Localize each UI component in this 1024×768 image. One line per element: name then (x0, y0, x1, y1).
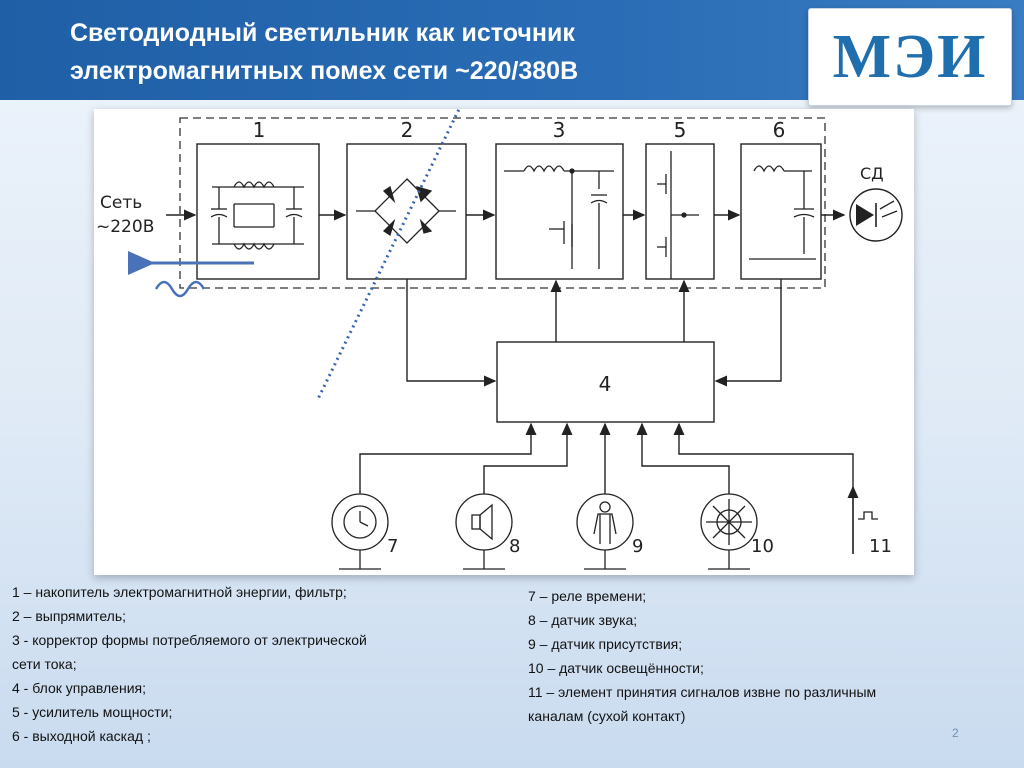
legend-item: 7 – реле времени; (528, 588, 647, 604)
signal-arrows (166, 209, 859, 554)
page-number: 2 (952, 726, 959, 740)
arrow-10-to-4 (636, 422, 730, 494)
legend-item: 3 - корректор формы потребляемого от эле… (12, 632, 367, 648)
legend-item: 11 – элемент принятия сигналов извне по … (528, 684, 877, 700)
sensor-8-number: 8 (509, 536, 520, 557)
title-line-1: Светодиодный светильник как источник (70, 19, 575, 47)
block-1-number: 1 (253, 118, 266, 142)
light-sensor-icon (700, 493, 758, 570)
dashed-enclosure (179, 117, 826, 289)
sensor-10-number: 10 (751, 536, 774, 557)
sound-sensor-icon (455, 493, 513, 570)
logo-text: МЭИ (832, 22, 988, 91)
block-diagram: 1 2 3 5 6 4 Сеть ~220В (96, 109, 903, 570)
sensor-9-number: 9 (632, 536, 643, 557)
sensor-11-number: 11 (869, 536, 892, 557)
arrow-11-to-4 (673, 422, 854, 554)
network-label-line-2: ~220В (96, 217, 154, 237)
slide-title: Светодиодный светильник как источник эле… (70, 14, 790, 90)
noise-sine-icon (154, 280, 206, 298)
arrow-2-to-4 (406, 279, 497, 387)
pfc-circuit (504, 165, 614, 269)
dry-contact-icon (858, 511, 878, 520)
legend-item: каналам (сухой контакт) (528, 708, 686, 724)
diode-bridge (356, 178, 456, 244)
filter-circuit (210, 181, 304, 250)
arrow-6-to-4 (714, 279, 782, 387)
mei-logo: МЭИ (808, 8, 1012, 106)
legend-item: 6 - выходной каскад ; (12, 728, 151, 744)
block-5-number: 5 (674, 118, 687, 142)
legend-item: 5 - усилитель мощности; (12, 704, 173, 720)
block-3-pfc (495, 143, 624, 280)
sensor-7-number: 7 (387, 536, 398, 557)
diagram-panel: 1 2 3 5 6 4 Сеть ~220В (94, 109, 914, 575)
output-circuit (749, 165, 816, 260)
block-1-filter (196, 143, 320, 280)
network-label-line-1: Сеть (100, 193, 142, 213)
legend-item: 4 - блок управления; (12, 680, 146, 696)
arrow-7-to-4 (359, 422, 537, 494)
legend-item: 10 – датчик освещённости; (528, 660, 704, 676)
dotted-interference-line (315, 109, 461, 402)
title-line-2: электромагнитных помех сети ~220/380В (70, 57, 579, 85)
presence-sensor-icon (576, 493, 634, 570)
amplifier-circuit (657, 151, 699, 279)
legend-item: 1 – накопитель электромагнитной энергии,… (12, 584, 347, 600)
time-relay-icon (331, 493, 389, 570)
legend-item: сети тока; (12, 656, 77, 672)
block-4-number: 4 (599, 372, 612, 396)
led-symbol (849, 188, 903, 242)
led-label: СД (860, 164, 884, 183)
arrow-8-to-4 (483, 422, 573, 494)
legend-left: 1 – накопитель электромагнитной энергии,… (12, 580, 367, 748)
block-3-number: 3 (553, 118, 566, 142)
block-6-number: 6 (773, 118, 786, 142)
legend-item: 2 – выпрямитель; (12, 608, 127, 624)
block-2-number: 2 (401, 118, 414, 142)
legend-item: 9 – датчик присутствия; (528, 636, 683, 652)
block-4-control (496, 341, 715, 423)
block-5-amplifier (645, 143, 715, 280)
legend-item: 8 – датчик звука; (528, 612, 638, 628)
legend-right: 7 – реле времени; 8 – датчик звука; 9 – … (528, 584, 876, 728)
logo-graphic (868, 15, 952, 99)
